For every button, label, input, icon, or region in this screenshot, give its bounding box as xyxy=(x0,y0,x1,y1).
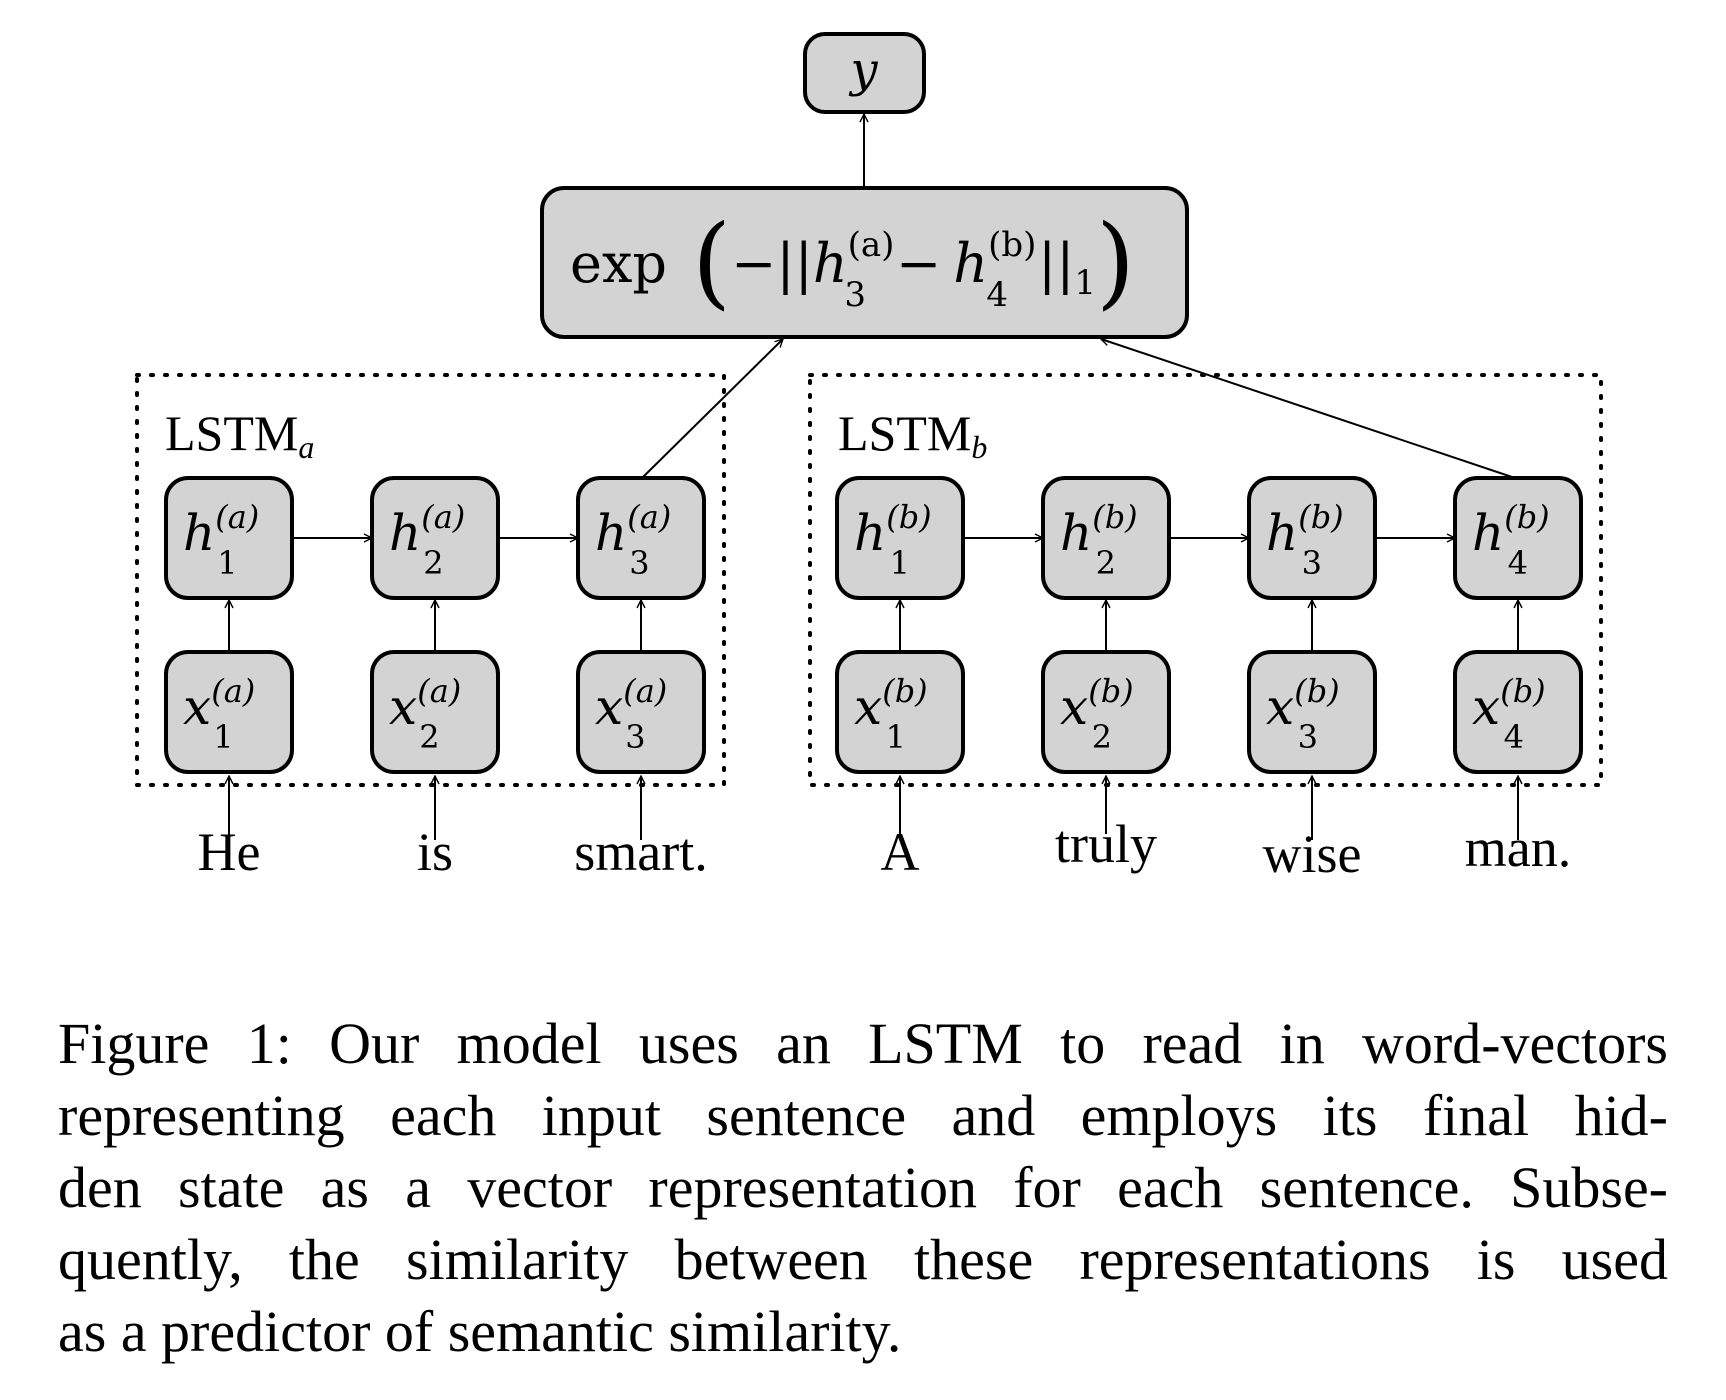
word-a-2: is xyxy=(417,822,453,882)
input-node-b-1-label: x(b)1 xyxy=(854,672,928,756)
input-node-b-1: x(b)1 xyxy=(835,650,965,774)
hidden-node-b-4: h(b)4 xyxy=(1453,476,1583,600)
word-b-2: truly xyxy=(1055,814,1157,874)
hidden-node-a-3-label: h(a)3 xyxy=(595,498,671,582)
input-node-b-3-label: x(b)3 xyxy=(1266,672,1340,756)
hidden-node-b-3-label: h(b)3 xyxy=(1266,498,1344,582)
similarity-formula: exp (−||h(a)3−h(b)4||1) xyxy=(570,203,1135,320)
similarity-node: exp (−||h(a)3−h(b)4||1) xyxy=(540,186,1189,339)
input-node-b-3: x(b)3 xyxy=(1247,650,1377,774)
output-node-label: y xyxy=(848,42,878,98)
nodes-layer: h(a)1 h(a)2 h(a)3 x(a)1 x(a)2 x(a)3 h(b)1 h(b)2… xyxy=(164,476,1583,774)
hidden-node-b-1-label: h(b)1 xyxy=(854,498,932,582)
hidden-node-a-2: h(a)2 xyxy=(370,476,500,600)
hidden-node-b-2-label: h(b)2 xyxy=(1060,498,1138,582)
caption-line-4: quently, the similarity between these re… xyxy=(58,1227,1668,1292)
input-node-b-4-label: x(b)4 xyxy=(1472,672,1546,756)
output-node: y xyxy=(803,32,926,114)
input-node-a-1-label: x(a)1 xyxy=(183,672,255,756)
hidden-node-a-1-label: h(a)1 xyxy=(183,498,259,582)
lstm-similarity-diagram: LSTMa LSTMb xyxy=(135,32,1603,884)
edge-h4b-to-sim xyxy=(1101,339,1516,479)
edge-h3a-to-sim xyxy=(641,339,783,479)
hidden-node-a-2-label: h(a)2 xyxy=(389,498,465,582)
lstm-a-label: LSTMa xyxy=(165,405,314,465)
caption-line-3: den state as a vector representation for… xyxy=(58,1155,1668,1220)
caption-line-2: representing each input sentence and emp… xyxy=(58,1083,1668,1148)
hidden-node-a-3: h(a)3 xyxy=(576,476,706,600)
word-a-1: He xyxy=(198,822,261,882)
word-b-1: A xyxy=(881,822,920,882)
lstm-b-label: LSTMb xyxy=(838,405,987,465)
input-node-b-2-label: x(b)2 xyxy=(1060,672,1134,756)
hidden-node-b-2: h(b)2 xyxy=(1041,476,1171,600)
hidden-node-b-1: h(b)1 xyxy=(835,476,965,600)
word-b-3: wise xyxy=(1263,824,1362,884)
input-node-a-3: x(a)3 xyxy=(576,650,706,774)
input-node-a-2-label: x(a)2 xyxy=(389,672,461,756)
hidden-node-a-1: h(a)1 xyxy=(164,476,294,600)
word-a-3: smart. xyxy=(574,822,707,882)
word-b-4: man. xyxy=(1465,818,1571,878)
hidden-node-b-3: h(b)3 xyxy=(1247,476,1377,600)
formula-func: exp xyxy=(570,232,667,295)
lstm-a-group-box xyxy=(135,373,726,787)
input-node-a-1: x(a)1 xyxy=(164,650,294,774)
hidden-node-b-4-label: h(b)4 xyxy=(1472,498,1550,582)
input-node-b-2: x(b)2 xyxy=(1041,650,1171,774)
caption-line-5: as a predictor of semantic similarity. xyxy=(58,1299,902,1364)
input-node-a-2: x(a)2 xyxy=(370,650,500,774)
figure-caption: Figure 1: Our model uses an LSTM to read… xyxy=(58,1008,1668,1368)
caption-line-1: Figure 1: Our model uses an LSTM to read… xyxy=(58,1011,1668,1076)
edges xyxy=(229,114,1518,840)
input-node-a-3-label: x(a)3 xyxy=(595,672,667,756)
input-node-b-4: x(b)4 xyxy=(1453,650,1583,774)
